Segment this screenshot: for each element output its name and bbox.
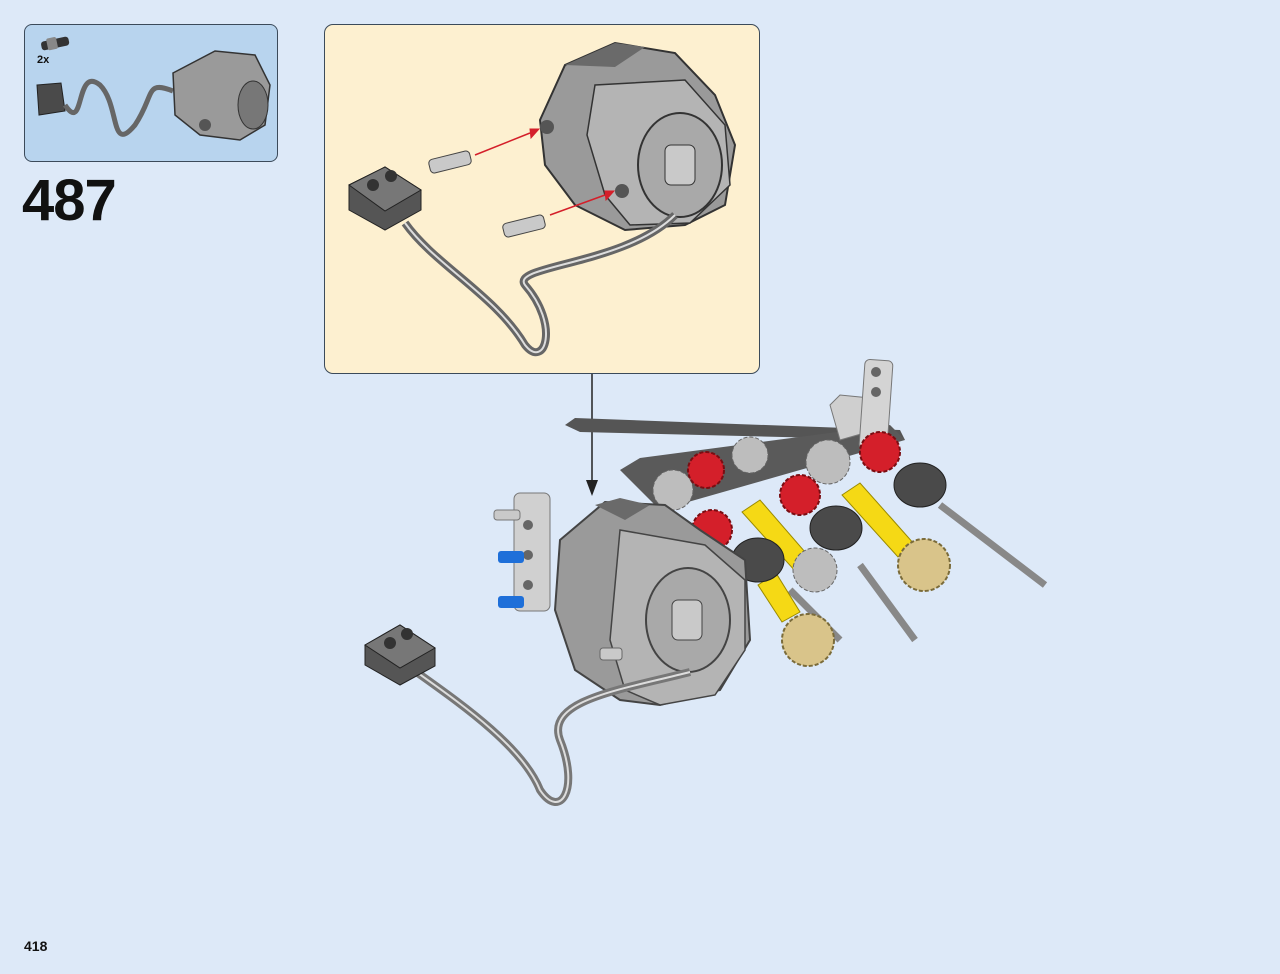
gear-icon — [652, 436, 851, 593]
step-number: 487 — [22, 168, 117, 233]
arrow-icon — [474, 128, 616, 216]
parts-list-art — [36, 36, 271, 141]
placement-arrow-head — [586, 480, 598, 496]
callout-art — [348, 41, 737, 357]
power-functions-motor-icon — [36, 50, 271, 141]
red-gear-icon — [687, 431, 901, 551]
cable-connector-icon — [348, 166, 678, 357]
tan-gear-icon — [781, 538, 951, 667]
parts-quantity-label: 2x — [37, 54, 50, 66]
axle-pin-icon — [428, 150, 546, 238]
power-functions-motor-icon — [538, 41, 737, 232]
parts-list-box: 2x — [24, 24, 278, 162]
cable-connector-icon — [364, 624, 691, 806]
subassembly-callout — [324, 24, 760, 374]
power-functions-motor-icon — [553, 498, 752, 707]
blue-pin-icon — [493, 509, 524, 608]
page-number: 418 — [24, 938, 48, 954]
axle-pin-icon — [41, 36, 70, 51]
yellow-axles — [741, 482, 916, 623]
